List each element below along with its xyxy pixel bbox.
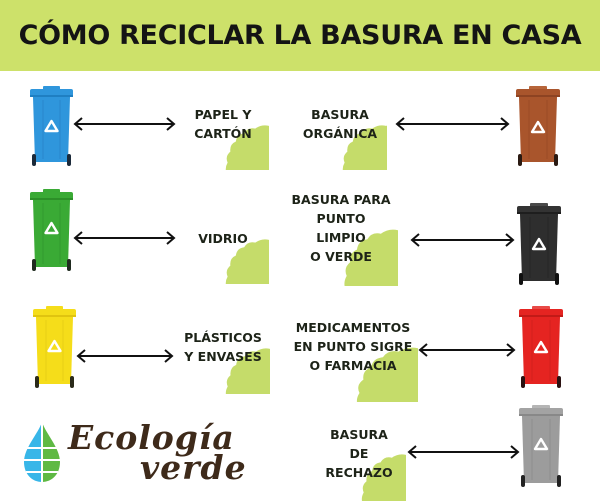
blue-recycling-bin-icon [29,86,74,168]
category-label: VIDRIO [198,230,248,246]
yellow-recycling-bin-icon [32,306,77,390]
logo-text-line1: Ecología [68,418,235,457]
category-badge-clean-point: BASURA PARA PUNTO LIMPIO O VERDE [284,170,398,286]
category-badge-plastics: PLÁSTICOS Y ENVASES [176,300,270,394]
brown-recycling-bin-icon [515,86,561,168]
category-badge-organic: BASURA ORGÁNICA [293,78,387,170]
double-headed-arrow-icon [407,445,520,459]
grey-recycling-bin-icon [518,405,564,489]
category-badge-paper: PAPEL Y CARTÓN [177,78,269,170]
category-badge-medicines: MEDICAMENTOS EN PUNTO SIGRE O FARMACIA [288,290,418,402]
double-headed-arrow-icon [73,117,176,131]
category-label: BASURA PARA PUNTO LIMPIO O VERDE [291,192,391,264]
double-headed-arrow-icon [395,117,510,131]
red-recycling-bin-icon [518,306,564,390]
double-headed-arrow-icon [410,233,515,247]
page-title: CÓMO RECICLAR LA BASURA EN CASA [18,20,582,51]
category-badge-reject-waste: BASURA DE RECHAZO [312,405,406,501]
category-label: PAPEL Y CARTÓN [194,107,252,141]
double-headed-arrow-icon [73,231,176,245]
category-label: BASURA DE RECHAZO [325,426,393,480]
ecologia-verde-logo: Ecología verde [20,418,295,487]
water-drop-leaf-icon [20,420,64,484]
category-label: BASURA ORGÁNICA [302,107,378,141]
header-banner: CÓMO RECICLAR LA BASURA EN CASA [0,0,600,71]
logo-text-line2: verde [140,448,247,487]
green-recycling-bin-icon [29,189,74,273]
double-headed-arrow-icon [418,343,516,357]
category-label: MEDICAMENTOS EN PUNTO SIGRE O FARMACIA [293,319,413,373]
double-headed-arrow-icon [76,349,174,363]
category-badge-glass: VIDRIO [177,192,269,284]
category-label: PLÁSTICOS Y ENVASES [184,330,262,364]
black-recycling-bin-icon [516,203,562,287]
